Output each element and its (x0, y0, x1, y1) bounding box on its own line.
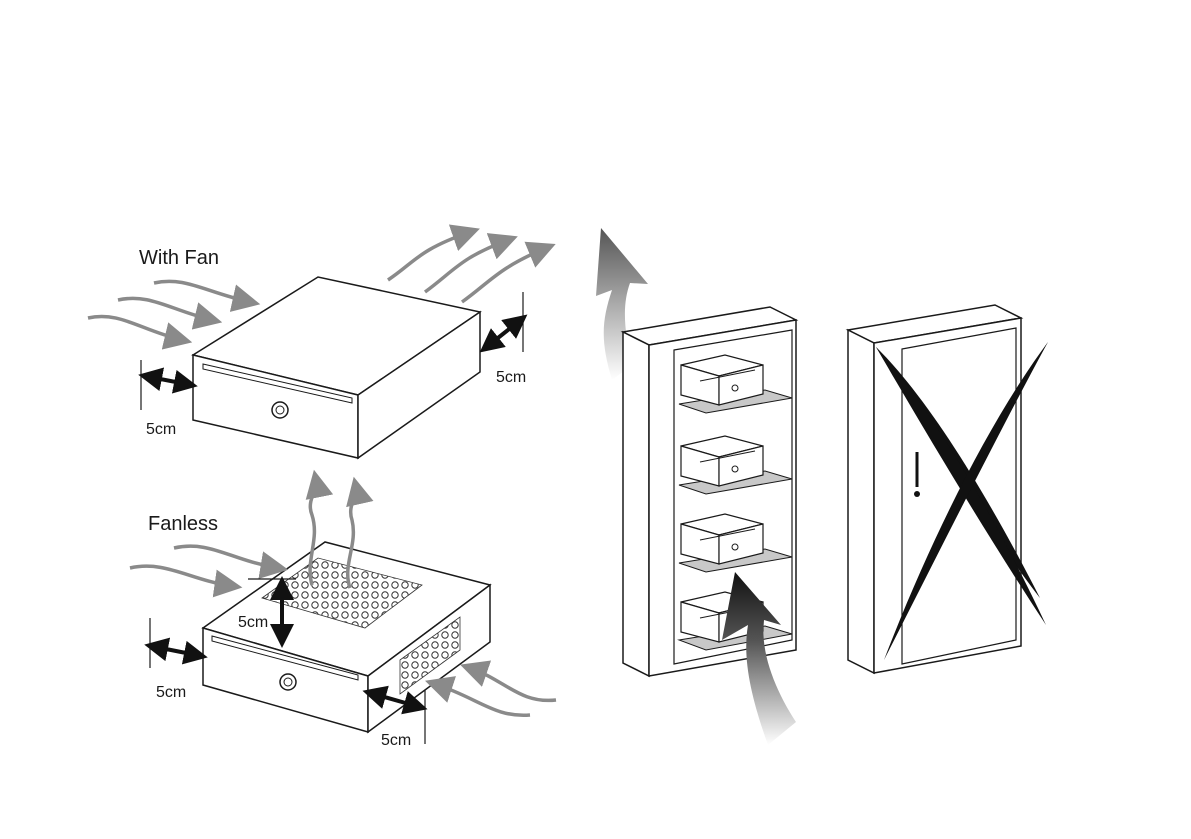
fan-unit (193, 277, 480, 458)
open-shelf-cabinet-icon (596, 228, 796, 745)
with-fan-label: With Fan (139, 247, 219, 269)
fan-right-distance-label: 5cm (496, 369, 526, 386)
fan-left-distance-label: 5cm (146, 421, 176, 438)
fanless-left-distance-label: 5cm (156, 684, 186, 701)
fanless-right-distance-label: 5cm (381, 732, 411, 749)
fan-airflow-out (388, 232, 546, 302)
closed-cabinet-crossed-icon (848, 305, 1048, 673)
fanless-clearance-left (150, 618, 196, 668)
fan-clearance-right (489, 292, 523, 352)
fanless-label: Fanless (148, 513, 218, 535)
fan-clearance-left (141, 360, 186, 410)
fan-airflow-in (88, 281, 250, 340)
fanless-top-distance-label: 5cm (238, 614, 268, 631)
